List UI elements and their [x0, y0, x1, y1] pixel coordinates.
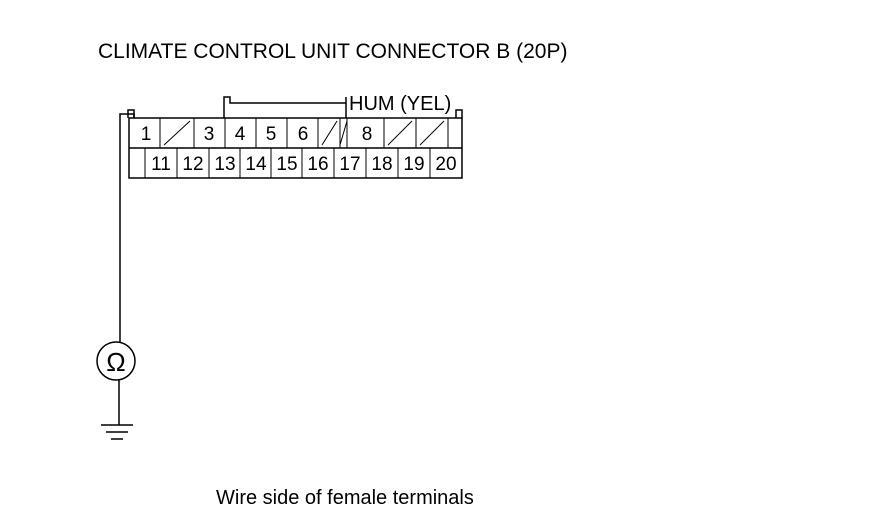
ohm-symbol: Ω	[106, 347, 125, 377]
pin-1: 1	[141, 124, 152, 145]
hum-wire-label: HUM (YEL)	[349, 93, 451, 115]
pin-8: 8	[362, 124, 373, 145]
pin-5: 5	[266, 124, 277, 145]
pin-20: 20	[435, 154, 456, 175]
ohmmeter-icon: Ω	[96, 341, 136, 381]
empty-cavity-marks	[163, 120, 445, 146]
ground-icon	[101, 424, 133, 440]
pin-6: 6	[298, 124, 309, 145]
pin-4: 4	[235, 124, 246, 145]
pin-19: 19	[403, 154, 424, 175]
connector-body	[127, 109, 463, 179]
pin-13: 13	[214, 154, 235, 175]
connector-lock-tab	[223, 96, 347, 118]
pin-3: 3	[204, 124, 215, 145]
pin-15: 15	[276, 154, 297, 175]
diagram-caption: Wire side of female terminals	[216, 487, 474, 509]
pin-11: 11	[151, 154, 171, 175]
test-lead	[119, 113, 135, 343]
pin-12: 12	[182, 154, 203, 175]
pin-14: 14	[245, 154, 267, 175]
diagram-title: CLIMATE CONTROL UNIT CONNECTOR B (20P)	[98, 40, 567, 63]
pin-16: 16	[307, 154, 328, 175]
pin-17: 17	[339, 154, 360, 175]
pin-18: 18	[371, 154, 392, 175]
